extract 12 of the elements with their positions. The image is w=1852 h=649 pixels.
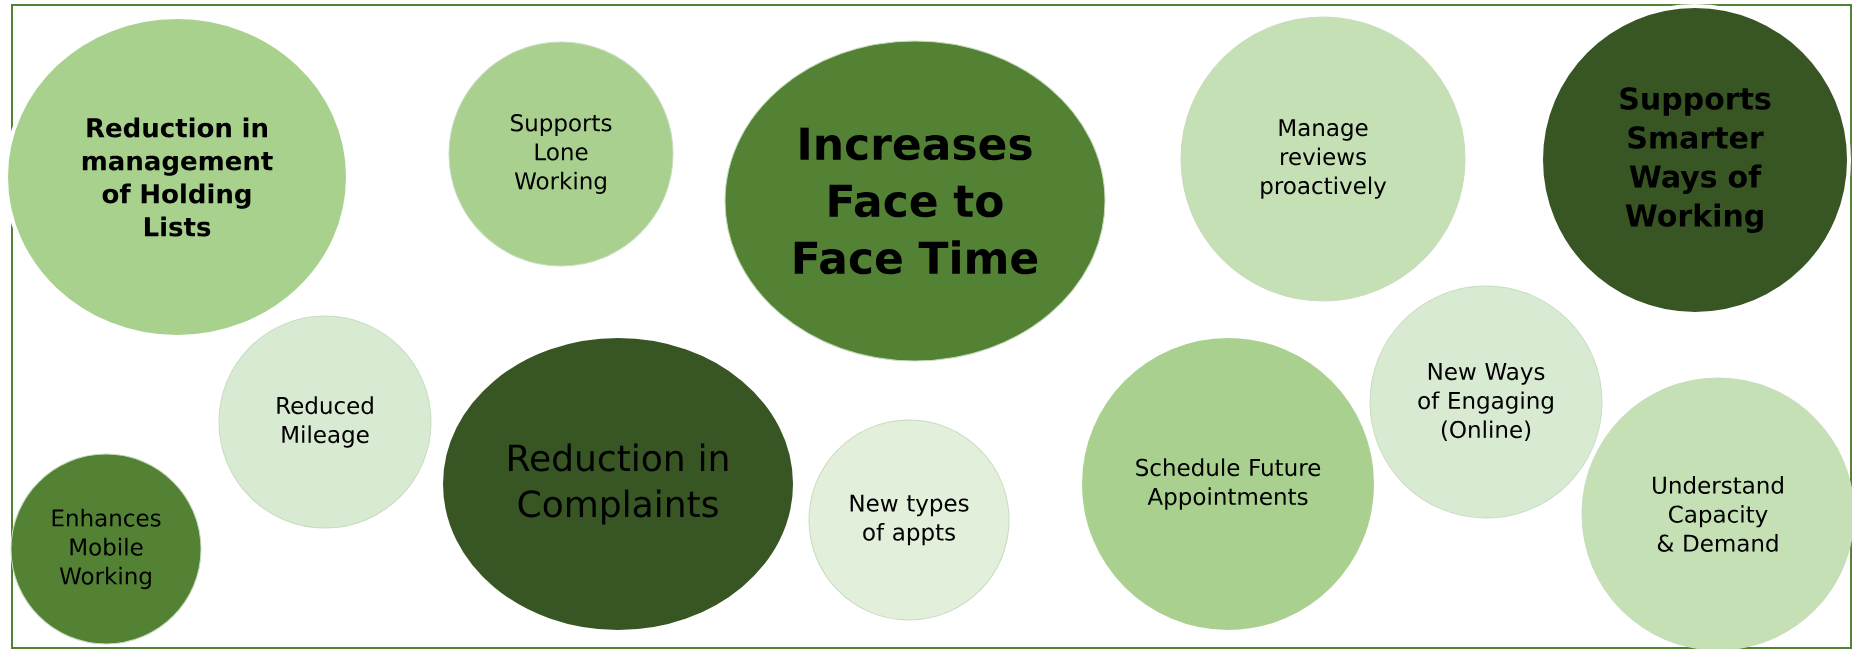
bubble: Enhances Mobile Working — [10, 453, 202, 645]
bubble: Schedule Future Appointments — [1078, 334, 1378, 634]
bubble: Increases Face to Face Time — [724, 40, 1106, 362]
bubble: New Ways of Engaging (Online) — [1369, 285, 1603, 519]
bubble: Reduced Mileage — [218, 315, 432, 529]
bubble: Supports Smarter Ways of Working — [1539, 4, 1851, 316]
bubble: Reduction in Complaints — [439, 334, 797, 634]
bubble: Reduction in management of Holding Lists — [4, 15, 350, 339]
bubble: Manage reviews proactively — [1180, 16, 1466, 302]
bubble: New types of appts — [808, 419, 1010, 621]
bubble: Supports Lone Working — [448, 41, 674, 267]
bubble: Understand Capacity & Demand — [1581, 377, 1852, 649]
